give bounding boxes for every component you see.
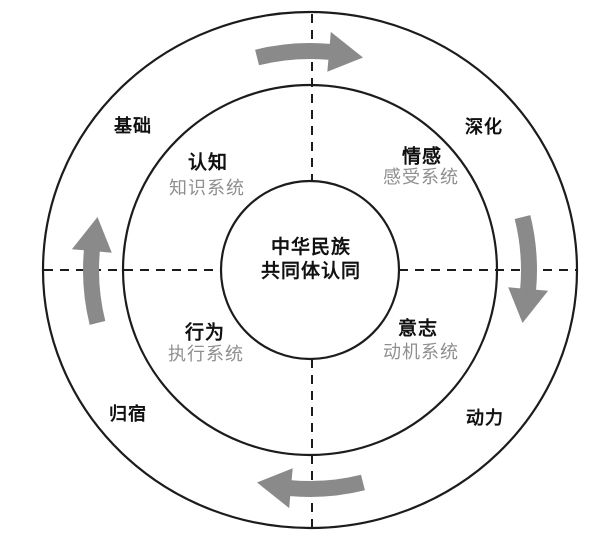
quadrant-will-label: 意志 (397, 318, 439, 340)
quadrant-emotion-system-label: 感受系统 (383, 167, 459, 187)
outer-circle (41, 10, 579, 530)
quadrant-behavior-label: 行为 (184, 322, 226, 344)
center-core-concept-line2: 共同体认同 (260, 261, 362, 282)
quadrant-will-system-label: 动机系统 (383, 342, 459, 362)
quadrant-cognition-system-label: 知识系统 (169, 178, 245, 198)
outer-ring-label-home: 归宿 (109, 404, 147, 424)
center-core-concept-line1: 中华民族 (270, 237, 352, 258)
outer-ring-label-deepen: 深化 (465, 117, 503, 137)
outer-ring-label-basis: 基础 (114, 116, 152, 136)
outer-ring-label-power: 动力 (466, 408, 504, 428)
clockwise-arrow-right-icon (508, 215, 549, 323)
quadrant-emotion-label: 情感 (401, 146, 443, 168)
clockwise-arrow-left-icon (71, 217, 112, 325)
clockwise-arrow-bottom-icon (257, 468, 365, 509)
center-core-concept: 中华民族 共同体认同 (261, 236, 361, 284)
clockwise-arrow-top-icon (255, 31, 363, 72)
quadrant-behavior-system-label: 执行系统 (168, 344, 244, 364)
quadrant-cognition-label: 认知 (187, 152, 229, 174)
